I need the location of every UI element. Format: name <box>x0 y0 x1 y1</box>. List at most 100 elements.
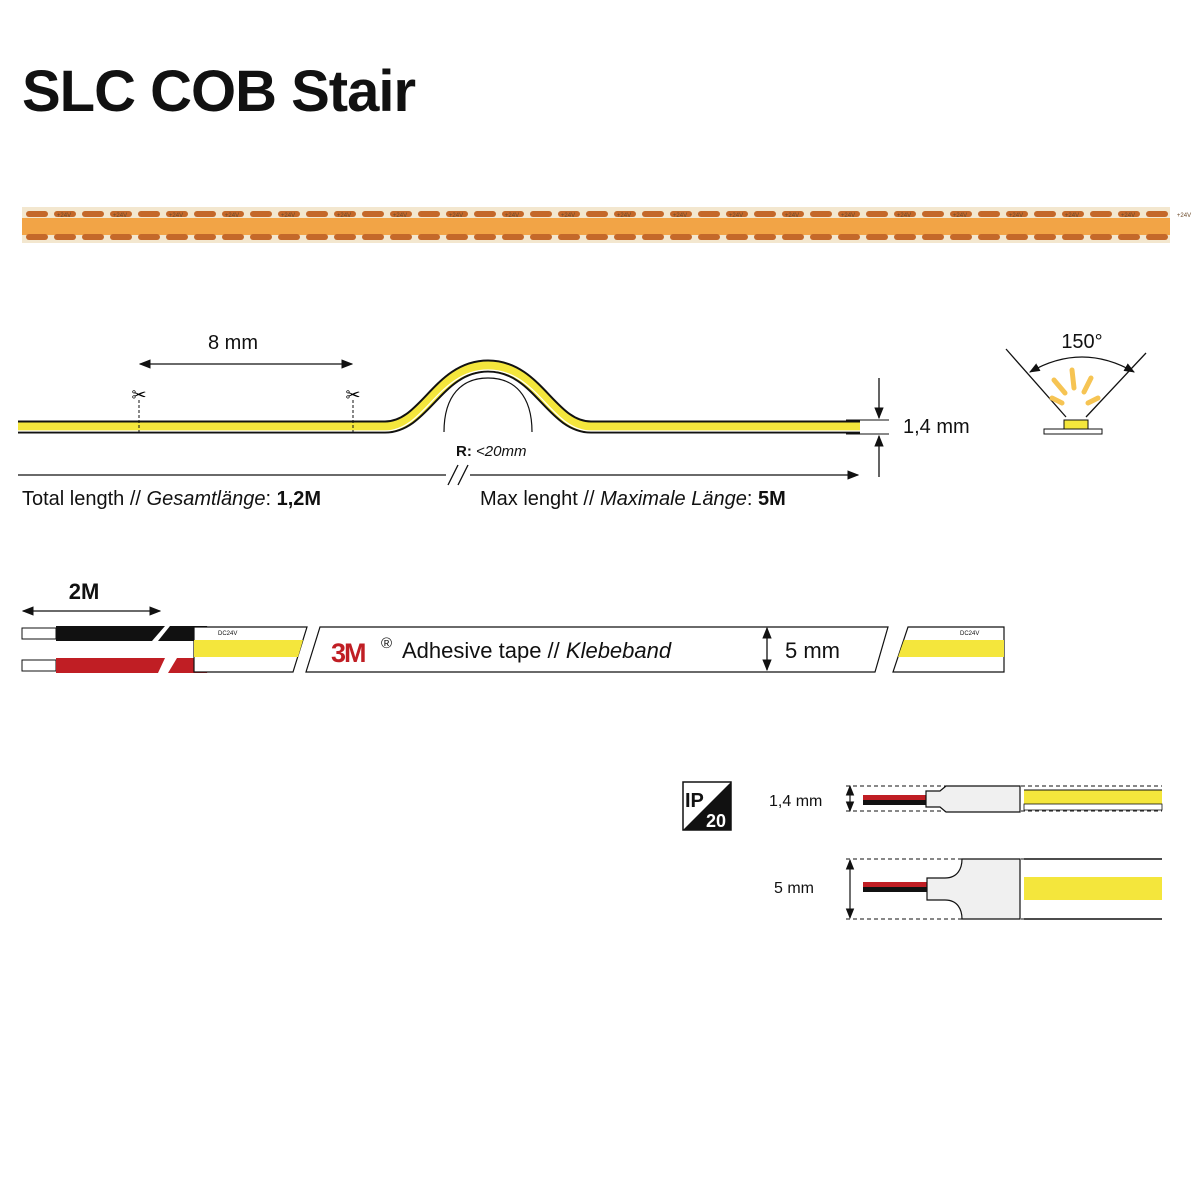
led-chip-top <box>446 211 468 217</box>
led-chip-top <box>1118 211 1140 217</box>
led-chip-bottom <box>138 234 160 240</box>
led-chip-bottom <box>418 234 440 240</box>
registered-mark: ® <box>381 635 392 652</box>
led-chip-bottom <box>362 234 384 240</box>
led-chip-top <box>502 211 524 217</box>
led-chip-bottom <box>698 234 720 240</box>
voltage-label: +24V <box>561 213 575 219</box>
voltage-label: +24V <box>897 213 911 219</box>
led-chip-bottom <box>922 234 944 240</box>
page-title: SLC COB Stair <box>22 59 416 124</box>
led-chip-bottom <box>278 234 300 240</box>
scissors-icon-right: ✂ <box>345 385 360 406</box>
led-chip-bottom <box>978 234 1000 240</box>
led-chip-top <box>698 211 720 217</box>
strip-phosphor <box>22 218 1170 235</box>
led-chip-top <box>1146 211 1168 217</box>
voltage-label: +24V <box>953 213 967 219</box>
voltage-label: +24V <box>113 213 127 219</box>
voltage-label: +24V <box>281 213 295 219</box>
cable-tape-row: 2M DC24V 3M ® Adhesive tape // Klebeband… <box>21 579 1005 673</box>
led-chip-bottom <box>1118 234 1140 240</box>
3m-logo: 3M <box>331 638 365 668</box>
led-chip-bottom <box>26 234 48 240</box>
led-chip-bottom <box>614 234 636 240</box>
led-chip-bottom <box>670 234 692 240</box>
led-chip-bottom <box>166 234 188 240</box>
led-chip-top <box>642 211 664 217</box>
led-chip-bottom <box>1146 234 1168 240</box>
led-chip-top <box>726 211 748 217</box>
voltage-label: +24V <box>1177 213 1191 219</box>
led-chip-top <box>250 211 272 217</box>
red-wire-tip <box>21 659 57 672</box>
voltage-label: +24V <box>505 213 519 219</box>
ip-text: IP <box>685 790 704 812</box>
tape-label: Adhesive tape // Klebeband <box>402 638 672 663</box>
beam-angle-icon: 150° <box>1005 331 1147 435</box>
led-chip-top <box>530 211 552 217</box>
led-chip-bottom <box>1062 234 1084 240</box>
led-chip-top <box>950 211 972 217</box>
red-wire <box>56 658 165 673</box>
led-chip-top <box>166 211 188 217</box>
voltage-label: +24V <box>393 213 407 219</box>
led-chip-top <box>138 211 160 217</box>
led-chip-bottom <box>586 234 608 240</box>
led-chip-top <box>1034 211 1056 217</box>
black-wire <box>56 626 165 641</box>
led-chip-bottom <box>642 234 664 240</box>
voltage-label: +24V <box>841 213 855 219</box>
connector-clip-top <box>926 858 1021 920</box>
profile-diagram: ✂ ✂ 8 mm 1,4 mm R: <20mm Total length //… <box>18 332 970 510</box>
voltage-label: +24V <box>617 213 631 219</box>
led-chip-bottom <box>1034 234 1056 240</box>
pcb-label-right: DC24V <box>960 631 979 637</box>
led-chip-bottom <box>726 234 748 240</box>
led-chip-top <box>558 211 580 217</box>
cable-length-label: 2M <box>69 579 100 604</box>
led-chip-top <box>54 211 76 217</box>
led-chip-bottom <box>1090 234 1112 240</box>
led-chip-top <box>1090 211 1112 217</box>
black-wire-tip <box>21 627 57 640</box>
voltage-label: +24V <box>1121 213 1135 219</box>
strip-yellow-layer <box>18 361 860 432</box>
led-chip-top <box>110 211 132 217</box>
ip20-badge: IP 20 <box>682 781 732 831</box>
led-chip-top <box>614 211 636 217</box>
connector-height-label: 1,4 mm <box>769 793 822 810</box>
radius-label: R: <20mm <box>456 443 526 460</box>
pcb-label-left: DC24V <box>218 631 237 637</box>
tape-width-label: 5 mm <box>785 638 840 663</box>
led-chip-top <box>194 211 216 217</box>
voltage-label: +24V <box>449 213 463 219</box>
led-chip-top <box>586 211 608 217</box>
led-chip-top <box>866 211 888 217</box>
led-chip-bottom <box>250 234 272 240</box>
led-chip-top <box>474 211 496 217</box>
cut-distance-label: 8 mm <box>208 332 258 354</box>
led-chip-top <box>278 211 300 217</box>
led-chip-top <box>922 211 944 217</box>
led-chip-bottom <box>1006 234 1028 240</box>
led-chip-bottom <box>110 234 132 240</box>
led-chip-bottom <box>894 234 916 240</box>
beam-angle-label: 150° <box>1061 331 1102 353</box>
led-chip-bottom <box>82 234 104 240</box>
voltage-label: +24V <box>57 213 71 219</box>
led-chip-top <box>810 211 832 217</box>
voltage-label: +24V <box>337 213 351 219</box>
led-chip-bottom <box>950 234 972 240</box>
led-chip-top <box>782 211 804 217</box>
led-chip-top <box>1006 211 1028 217</box>
led-chip-bottom <box>474 234 496 240</box>
led-chip-top <box>418 211 440 217</box>
connector-top-view: 5 mm <box>774 858 1162 920</box>
break-mark <box>447 464 459 486</box>
voltage-label: +24V <box>225 213 239 219</box>
led-chip-top <box>306 211 328 217</box>
bend-radius-arc <box>443 377 533 433</box>
led-strip: +24V +24V +24V +24V +24V +24V +24V +24V +24V +24V… <box>22 207 1191 243</box>
